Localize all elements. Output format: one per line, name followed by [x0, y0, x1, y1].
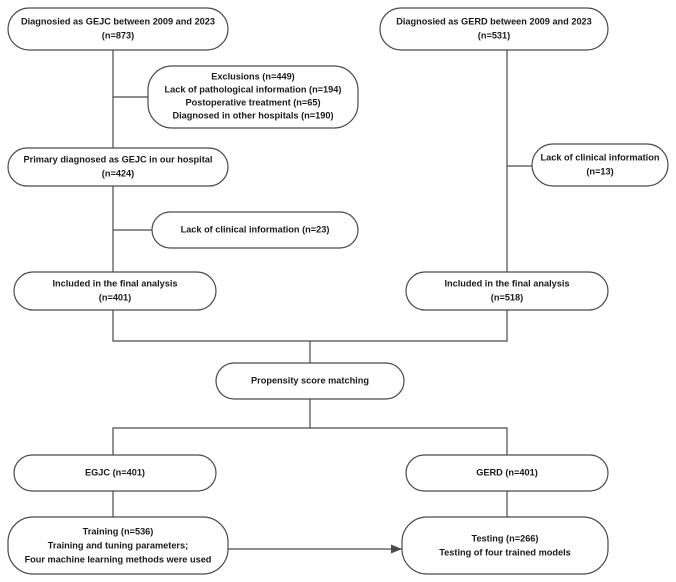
connector-psm-to-gerd: [310, 427, 508, 455]
node-testing[interactable]: Testing (n=266) Testing of four trained …: [401, 516, 609, 575]
node-gerd-exclusion-shape: [531, 143, 669, 187]
node-gerd-source-shape: [379, 7, 609, 51]
node-gerd-final[interactable]: Included in the final analysis (n=518): [405, 271, 609, 311]
connector-merge-to-psm: [112, 310, 508, 342]
node-training[interactable]: Training (n=536) Training and tuning par…: [7, 516, 229, 575]
node-gejc-primary-line-2: (n=424): [102, 168, 134, 178]
node-exclusions-line-4: Diagnosed in other hospitals (n=190): [172, 110, 333, 120]
node-exclusions-line-1: Exclusions (n=449): [211, 71, 295, 81]
node-gejc-source[interactable]: Diagnosied as GEJC between 2009 and 2023…: [7, 7, 229, 51]
node-gejc-primary-line-1: Primary diagnosed as GEJC in our hospita…: [24, 154, 213, 164]
node-exclusions-shape: [147, 65, 359, 129]
node-testing-line-2: Testing of four trained models: [439, 547, 571, 557]
node-gejc-final[interactable]: Included in the final analysis (n=401): [13, 271, 217, 311]
node-gerd-matched-line-1: GERD (n=401): [476, 467, 538, 477]
node-gejc-source-shape: [7, 7, 229, 51]
node-testing-shape: [401, 516, 609, 575]
node-psm-shape: [215, 362, 405, 400]
node-gejc-final-line-2: (n=401): [99, 292, 131, 302]
node-gerd-source-line-2: (n=531): [478, 30, 510, 40]
node-training-line-3: Four machine learning methods were used: [25, 554, 212, 564]
connector-layer: [112, 50, 532, 554]
node-egjc-matched[interactable]: EGJC (n=401): [13, 454, 217, 492]
node-psm-line-1: Propensity score matching: [251, 375, 369, 385]
node-gejc-exclusion-line-1: Lack of clinical information (n=23): [181, 224, 330, 234]
node-exclusions-line-2: Lack of pathological information (n=194): [165, 84, 342, 94]
node-gejc-exclusion[interactable]: Lack of clinical information (n=23): [151, 211, 359, 249]
node-gerd-final-line-1: Included in the final analysis: [444, 278, 569, 288]
node-testing-line-1: Testing (n=266): [472, 533, 539, 543]
node-gerd-final-line-2: (n=518): [491, 292, 523, 302]
node-gejc-final-shape: [13, 271, 217, 311]
node-gejc-primary-shape: [7, 147, 229, 187]
arrowhead-training-to-testing: [391, 544, 402, 554]
node-gerd-final-shape: [405, 271, 609, 311]
node-training-shape: [7, 516, 229, 575]
node-exclusions[interactable]: Exclusions (n=449) Lack of pathological …: [147, 65, 359, 129]
node-gejc-final-line-1: Included in the final analysis: [52, 278, 177, 288]
node-gerd-source-line-1: Diagnosied as GERD between 2009 and 2023: [396, 16, 592, 26]
node-gerd-exclusion-line-2: (n=13): [586, 166, 613, 176]
node-training-line-2: Training and tuning parameters;: [48, 540, 188, 550]
node-training-line-1: Training (n=536): [83, 526, 154, 536]
node-gejc-exclusion-shape: [151, 211, 359, 249]
node-gerd-exclusion[interactable]: Lack of clinical information (n=13): [531, 143, 669, 187]
node-gejc-primary[interactable]: Primary diagnosed as GEJC in our hospita…: [7, 147, 229, 187]
node-exclusions-line-3: Postoperative treatment (n=65): [185, 97, 320, 107]
node-gerd-matched[interactable]: GERD (n=401): [405, 454, 609, 492]
node-propensity-score-matching[interactable]: Propensity score matching: [215, 362, 405, 400]
node-gerd-matched-shape: [405, 454, 609, 492]
node-egjc-matched-shape: [13, 454, 217, 492]
node-gerd-source[interactable]: Diagnosied as GERD between 2009 and 2023…: [379, 7, 609, 51]
node-gejc-source-line-2: (n=873): [102, 30, 134, 40]
connector-psm-to-egjc: [112, 399, 311, 455]
node-gerd-exclusion-line-1: Lack of clinical information: [541, 152, 660, 162]
node-gejc-source-line-1: Diagnosied as GEJC between 2009 and 2023: [21, 16, 215, 26]
node-egjc-matched-line-1: EGJC (n=401): [85, 467, 145, 477]
